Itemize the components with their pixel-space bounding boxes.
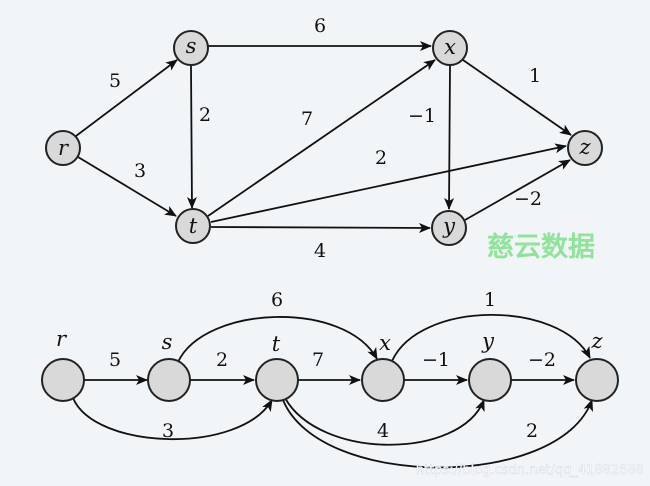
- edge-r-t: [77, 156, 177, 217]
- weight-label: 2: [216, 349, 228, 371]
- weight-label: 5: [109, 70, 121, 92]
- weight-label: 4: [377, 420, 389, 442]
- weight-label: 6: [314, 15, 326, 37]
- node-y: [468, 358, 512, 402]
- weight-label: −2: [528, 349, 556, 371]
- edge-t-y: [210, 222, 431, 233]
- node-x: [432, 30, 468, 66]
- node-label: z: [578, 135, 591, 159]
- weight-label: −2: [514, 188, 542, 210]
- weight-label: 3: [162, 420, 174, 442]
- edge-s-t: [186, 65, 197, 209]
- weight-label: 7: [301, 108, 313, 130]
- watermark-logo: 慈云数据: [487, 231, 595, 263]
- node-label: r: [58, 136, 70, 160]
- node-label: x: [379, 331, 391, 355]
- weight-label: 1: [529, 65, 541, 87]
- node-label: t: [272, 332, 281, 356]
- node-s: [147, 358, 191, 402]
- edge-t-x: [207, 59, 436, 217]
- weight-label: 4: [314, 240, 326, 262]
- weight-label: 6: [271, 289, 283, 311]
- node-z: [575, 358, 619, 402]
- edge-r-t: [72, 397, 273, 441]
- node-t: [175, 208, 211, 244]
- node-r: [41, 358, 85, 402]
- edge-x-z: [462, 59, 572, 136]
- edge-t-z: [210, 143, 567, 223]
- node-r: [45, 130, 81, 166]
- node-label: y: [481, 329, 495, 353]
- node-x: [361, 358, 405, 402]
- node-label: r: [56, 327, 68, 351]
- weight-label: −1: [422, 349, 450, 371]
- node-label: s: [186, 34, 197, 58]
- node-label: z: [590, 329, 603, 353]
- weight-label: 7: [312, 349, 324, 371]
- weight-label: 2: [526, 420, 538, 442]
- top-graph: r s t x y z 5 3 6 2 7 −1 1 2 4 −2: [45, 15, 603, 262]
- weight-label: 5: [109, 349, 121, 371]
- edge-r-s: [75, 59, 178, 137]
- edge-t-z: [282, 399, 593, 469]
- node-label: s: [162, 330, 173, 354]
- edge-s-x: [177, 316, 378, 363]
- node-z: [567, 130, 603, 166]
- weight-label: 2: [375, 147, 387, 169]
- node-label: x: [444, 35, 456, 59]
- node-label: y: [442, 214, 456, 238]
- weight-label: −1: [408, 105, 436, 127]
- edge-t-y: [284, 397, 485, 446]
- node-t: [255, 358, 299, 402]
- edge-x-y: [444, 65, 455, 210]
- weight-label: 2: [199, 104, 211, 126]
- bottom-graph: r s t x y z 5 2 7 −1 −2 6 1 3 4 2: [41, 289, 619, 469]
- weight-label: 3: [134, 160, 146, 182]
- edge-x-z: [391, 314, 591, 362]
- edge-y-z: [464, 159, 571, 221]
- weight-label: 1: [484, 289, 496, 311]
- node-y: [431, 210, 467, 246]
- url-watermark: https://blog.csdn.net/qq_41882688: [416, 463, 644, 478]
- node-s: [173, 30, 209, 66]
- node-label: t: [189, 214, 198, 238]
